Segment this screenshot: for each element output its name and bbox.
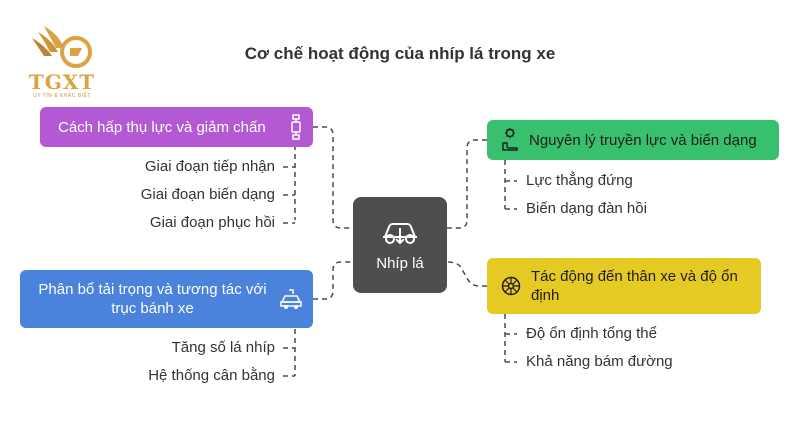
eagle-logo-icon — [32, 26, 92, 68]
branch-label: Cách hấp thụ lực và giảm chấn — [58, 118, 266, 136]
list-item: Lực thẳng đứng — [526, 172, 633, 189]
shock-absorber-icon — [289, 114, 303, 140]
center-node: Nhíp lá — [353, 197, 447, 293]
gear-spring-icon — [501, 127, 519, 153]
list-item: Giai đoạn phục hồi — [149, 214, 275, 231]
brand-logo: TGXT UY TÍN & KHÁC BIỆT — [20, 22, 104, 102]
branch-label: Nguyên lý truyền lực và biến dạng — [529, 131, 757, 149]
branch-label: Tác động đến thân xe và độ ổn định — [531, 268, 738, 304]
list-item: Hệ thống cân bằng — [148, 367, 275, 384]
center-label: Nhíp lá — [376, 254, 424, 272]
car-suspension-icon — [383, 222, 417, 244]
list-item: Khả năng bám đường — [526, 353, 673, 370]
list-item: Giai đoạn biến dạng — [140, 186, 275, 203]
branch-absorption-damping: Cách hấp thụ lực và giảm chấn — [40, 107, 313, 147]
list-item: Tăng số lá nhíp — [171, 339, 275, 356]
list-item: Biến dạng đàn hồi — [526, 200, 647, 217]
logo-tagline: UY TÍN & KHÁC BIỆT — [33, 93, 91, 99]
list-item: Giai đoạn tiếp nhận — [144, 158, 275, 175]
list-item: Độ ổn định tổng thể — [526, 325, 657, 342]
branch-body-stability: Tác động đến thân xe và độ ổn định — [487, 258, 761, 314]
page-title: Cơ chế hoạt động của nhíp lá trong xe — [244, 44, 556, 63]
branch-label: Phân bổ tải trọng và tương tác với trục … — [38, 281, 267, 317]
branch-load-distribution: Phân bổ tải trọng và tương tác với trục … — [20, 270, 313, 328]
branch-force-transmission: Nguyên lý truyền lực và biến dạng — [487, 120, 779, 160]
logo-wordmark: TGXT — [28, 70, 96, 94]
wheel-icon — [501, 276, 521, 296]
car-balance-icon — [279, 288, 303, 310]
